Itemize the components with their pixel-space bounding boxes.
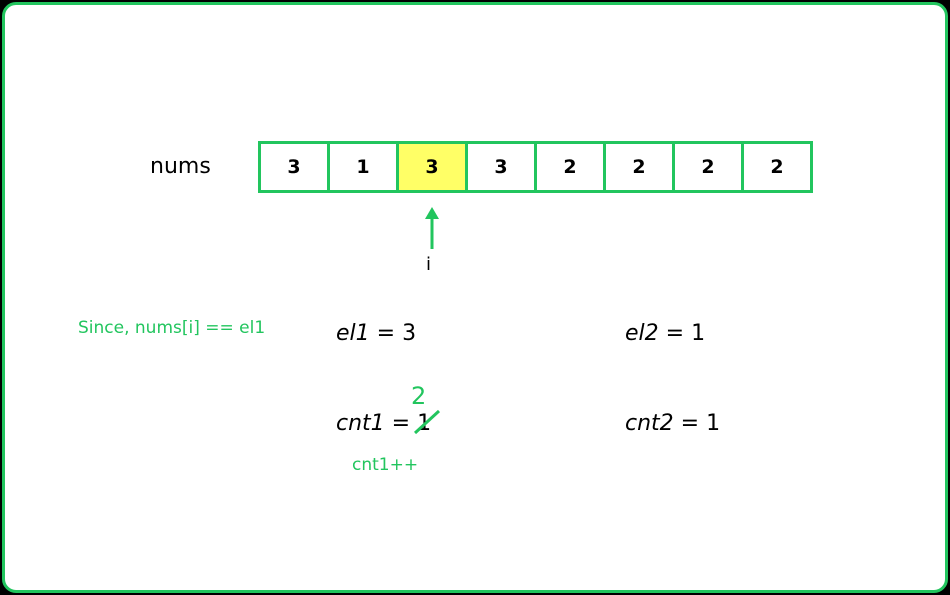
cnt1-old-value-wrap: 1 bbox=[414, 409, 441, 436]
el1-equals: = bbox=[369, 321, 403, 346]
pointer-arrow-icon bbox=[425, 207, 439, 249]
array-cell: 2 bbox=[744, 144, 810, 190]
el1-value: 3 bbox=[402, 321, 417, 346]
nums-array: 3 1 3 3 2 2 2 2 bbox=[258, 141, 813, 193]
array-cell: 2 bbox=[537, 144, 603, 190]
el1-name: el1 bbox=[336, 321, 370, 346]
array-cell: 1 bbox=[330, 144, 396, 190]
array-cell: 3 bbox=[468, 144, 534, 190]
cnt2-name: cnt2 bbox=[625, 411, 674, 436]
array-cell-highlighted: 3 bbox=[399, 144, 465, 190]
condition-note: Since, nums[i] == el1 bbox=[78, 318, 266, 338]
cnt2-value: 1 bbox=[706, 411, 721, 436]
el2-expression: el2 = 1 bbox=[625, 321, 705, 346]
cnt1-increment-note: cnt1++ bbox=[352, 455, 419, 475]
cnt1-name: cnt1 bbox=[336, 411, 385, 436]
cnt2-equals: = bbox=[673, 411, 707, 436]
cnt1-old-value: 1 bbox=[417, 411, 432, 436]
array-cell: 2 bbox=[675, 144, 741, 190]
cnt1-new-value: 2 bbox=[411, 382, 427, 410]
cnt1-equals: = bbox=[384, 411, 418, 436]
cnt2-expression: cnt2 = 1 bbox=[625, 411, 720, 436]
pointer-label: i bbox=[426, 254, 432, 275]
el2-name: el2 bbox=[625, 321, 659, 346]
el2-value: 1 bbox=[691, 321, 706, 346]
el1-expression: el1 = 3 bbox=[336, 321, 416, 346]
el2-equals: = bbox=[658, 321, 692, 346]
array-cell: 2 bbox=[606, 144, 672, 190]
array-label: nums bbox=[150, 154, 211, 179]
cnt1-expression: cnt1 = 1 bbox=[336, 409, 441, 436]
array-cell: 3 bbox=[261, 144, 327, 190]
